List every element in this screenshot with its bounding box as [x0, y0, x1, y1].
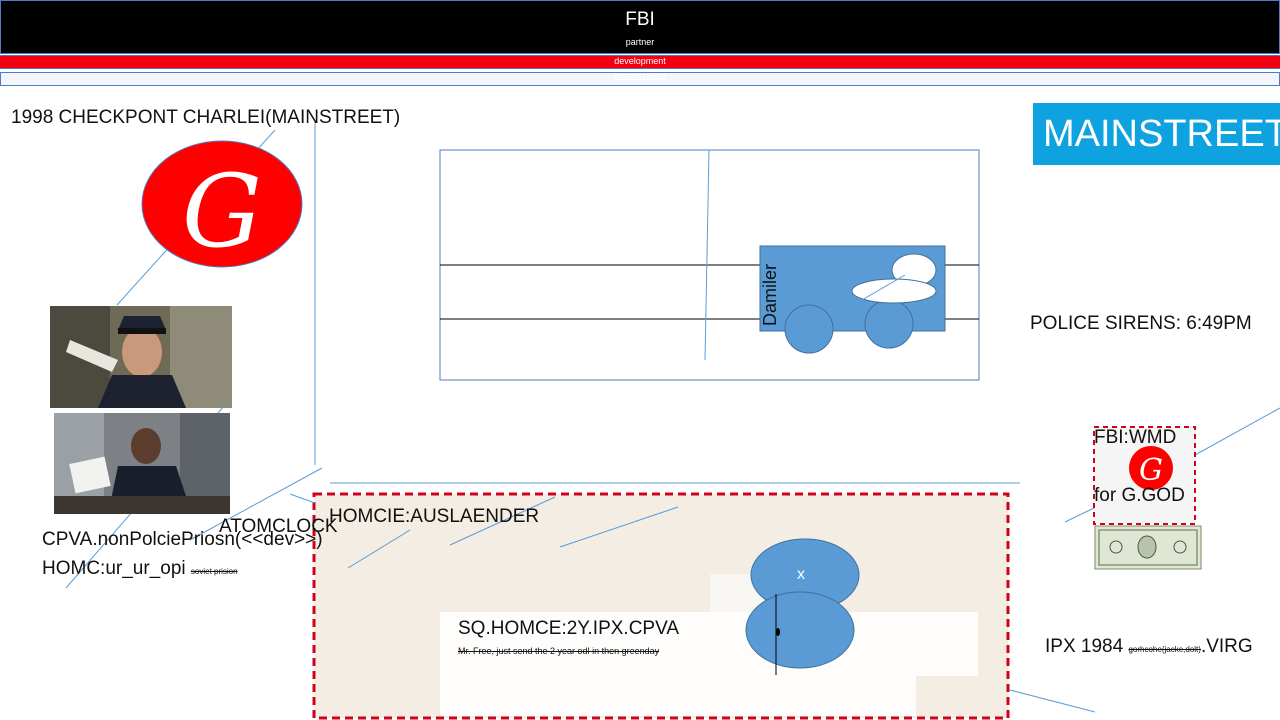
police-sirens-label: POLICE SIRENS: 6:49PM: [1030, 313, 1252, 334]
bubble-x-label: x: [797, 566, 805, 583]
header-title: FBI: [625, 9, 655, 30]
cpva-label: CPVA.nonPolciePriosn(<<dev>>): [42, 529, 323, 550]
sq-homce-label: SQ.HOMCE:2Y.IPX.CPVA: [458, 618, 680, 639]
small-g-logo-circle: [1129, 446, 1173, 490]
header-subtitle: partner: [625, 37, 655, 47]
atomclock-label: ATOMCLOCK: [219, 516, 338, 537]
car-shape: [759, 245, 946, 354]
ipx-small-note: gorhcohe(jacke,dolt): [1128, 645, 1201, 654]
g-logo-circle: [141, 140, 303, 268]
dollar-bill-image: [1094, 525, 1202, 570]
homc-label: HOMC:ur_ur_opi soviet prision: [42, 558, 238, 580]
header-bar: [0, 0, 1280, 54]
damiler-label: Damiler: [760, 263, 780, 326]
homcie-dashed-frame: [312, 492, 1010, 720]
mr-free-note: Mr. Free, just send the 2 year odl in th…: [458, 646, 660, 656]
small-g-logo-letter: G: [1139, 453, 1163, 488]
light-band-label: OPERATIONS: [614, 73, 666, 82]
soviet-prision-note: soviet prision: [190, 567, 238, 576]
homc-text: HOMC:ur_ur_opi: [42, 558, 186, 579]
red-band-label: development: [614, 56, 666, 66]
bubble-bottom: [745, 591, 855, 669]
ipx-prefix: IPX 1984: [1045, 636, 1129, 657]
officer-at-desk-photo: [54, 413, 230, 514]
homcie-label: HOMCIE:AUSLAENDER: [329, 506, 540, 527]
for-ggod-label: for G.GOD: [1094, 485, 1185, 506]
checkpoint-label: 1998 CHECKPONT CHARLEI(MAINSTREET): [11, 107, 401, 128]
fbi-wmd-label: FBI:WMD: [1094, 427, 1177, 448]
red-band: [0, 55, 1280, 69]
officer-saluting-photo: [50, 306, 232, 408]
g-logo-letter: G: [182, 153, 262, 270]
ipx-1984-label: IPX 1984 gorhcohe(jacke,dolt).VIRG: [1045, 636, 1253, 658]
mainstreet-banner: MAINSTREET: [1033, 103, 1280, 165]
bubble-dot: [776, 628, 780, 636]
ipx-suffix: .VIRG: [1200, 636, 1253, 657]
